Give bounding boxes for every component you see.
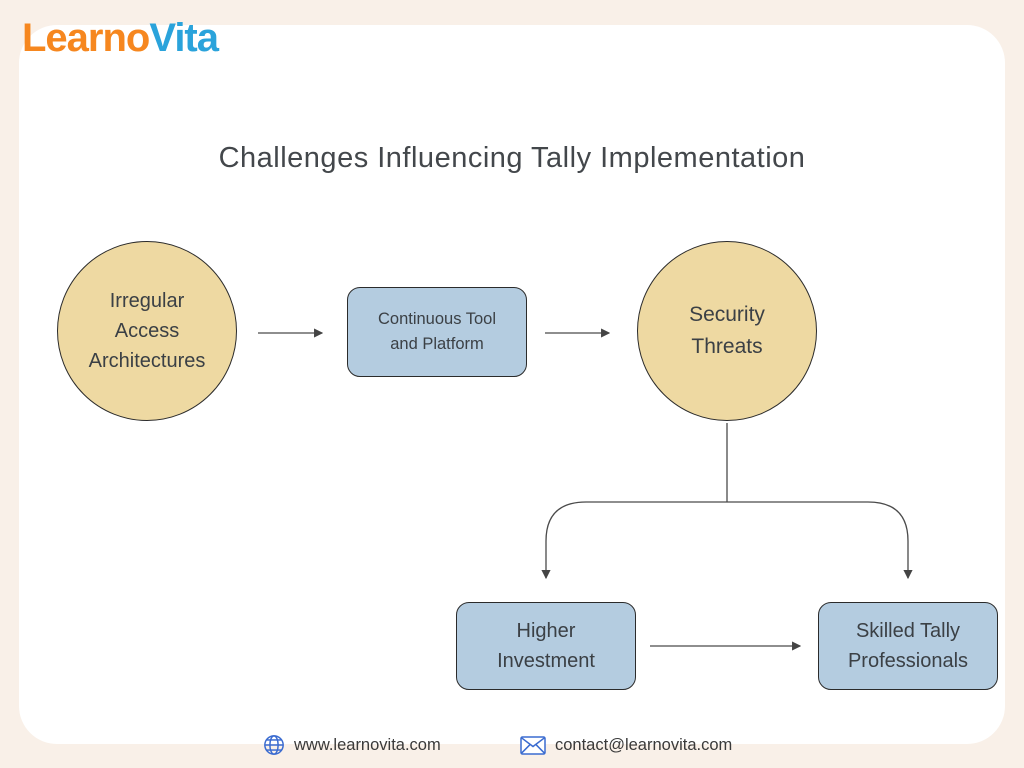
footer-website-text: www.learnovita.com	[294, 735, 441, 754]
logo-text-vita: Vita	[149, 16, 219, 60]
footer-website-link[interactable]: www.learnovita.com	[263, 733, 441, 757]
footer-email-text: contact@learnovita.com	[555, 735, 733, 754]
learnovita-logo: LearnoVita	[22, 14, 219, 62]
node-skilled-tally-professionals: Skilled Tally Professionals	[818, 602, 998, 690]
footer-email-link[interactable]: contact@learnovita.com	[520, 733, 732, 757]
page-title: Challenges Influencing Tally Implementat…	[218, 142, 806, 174]
envelope-icon	[520, 735, 546, 755]
node-security-threats: Security Threats	[637, 241, 817, 421]
node-higher-investment: Higher Investment	[456, 602, 636, 690]
logo-text-learno: Learno	[22, 16, 150, 60]
node-continuous-tool-and-platform: Continuous Tool and Platform	[347, 287, 527, 377]
node-irregular-access-architectures: Irregular Access Architectures	[57, 241, 237, 421]
globe-icon	[263, 734, 285, 756]
